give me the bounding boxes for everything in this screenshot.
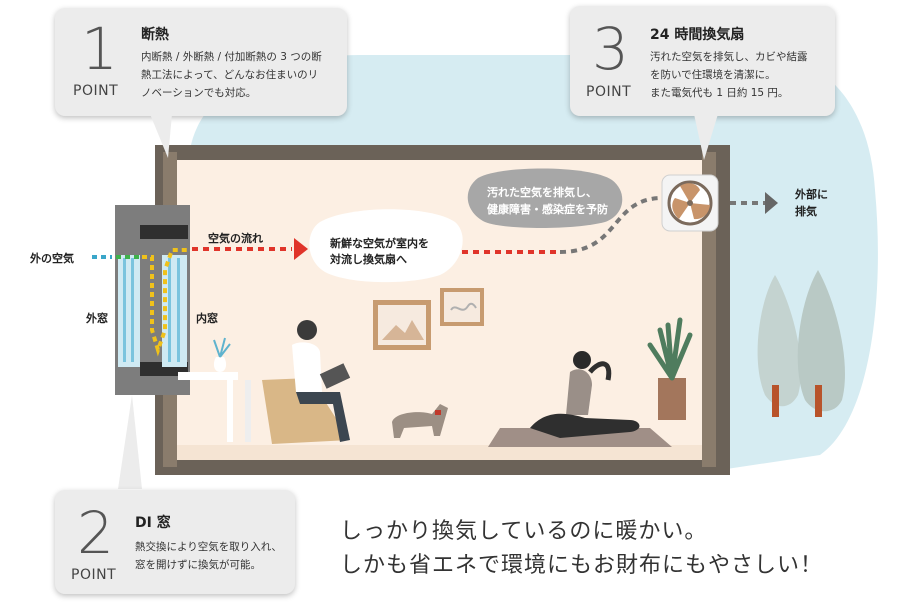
fresh-air-bubble [309, 209, 463, 283]
plant-leaves [647, 317, 693, 381]
fan-blade-3 [672, 198, 690, 219]
yoga-mat [488, 428, 672, 447]
dirty-air-bubble [467, 168, 623, 228]
tree-2-foliage [797, 270, 845, 412]
side-table-top [178, 372, 238, 380]
point-3-body-line-1: 汚れた空気を排気し、カビや結露 [650, 51, 808, 63]
tree-1-trunk [772, 385, 779, 417]
dirty-air-label: 汚れた空気を排気し、 健康障害・感染症を予防 [487, 184, 608, 218]
flow-to-fan-grey [559, 196, 661, 254]
point-3-label: POINT [586, 84, 632, 100]
exhaust-label: 外部に 排気 [795, 186, 828, 220]
plant-pot [658, 378, 686, 420]
point-2-label: POINT [71, 567, 117, 583]
yoga-woman-arm [588, 361, 612, 381]
point-1-body-line-1: 内断熱 / 外断熱 / 付加断熱の 3 つの断 [141, 51, 322, 63]
point-2-number: 2 [77, 499, 114, 567]
dirty-air-label-line-2: 健康障害・感染症を予防 [487, 203, 608, 216]
vase-plant [213, 337, 231, 358]
room-floor [177, 445, 702, 460]
point-3-pointer [694, 114, 718, 160]
point-3-body-line-3: また電気代も 1 日約 15 円。 [650, 87, 789, 99]
inner-window-label: 内窓 [196, 312, 218, 325]
picture-frame-small-inner [444, 292, 480, 322]
point-1-number: 1 [81, 15, 118, 83]
point-3-body-line-2: を防いで住環境を清潔に。 [650, 69, 776, 81]
fan-hub [687, 200, 693, 206]
tree-1-foliage [757, 275, 801, 407]
air-flow-arrowhead [294, 238, 308, 260]
yoga-woman-head [573, 351, 591, 369]
laptop [319, 363, 351, 389]
inner-window-pane-line-2 [177, 258, 180, 362]
point-2-body-line-2: 窓を開けずに換気が可能。 [135, 559, 261, 571]
point-2-title: DI 窓 [135, 515, 171, 531]
point-3-callout: 3 POINT 24 時間換気扇 汚れた空気を排気し、カビや結露 を防いで住環境… [570, 6, 835, 116]
point-1-label: POINT [73, 83, 119, 99]
tagline-line-1: しっかり換気しているのに暖かい。 [340, 519, 708, 544]
exhaust-arrowhead [765, 192, 778, 214]
point-3-body: 汚れた空気を排気し、カビや結露 を防いで住環境を清潔に。 また電気代も 1 日約… [650, 48, 808, 102]
picture-squiggle [450, 302, 477, 311]
person-body [292, 342, 322, 392]
point-1-title: 断熱 [141, 27, 169, 43]
heat-exchange-path [142, 248, 190, 357]
side-table-leg [227, 380, 233, 442]
dirty-air-label-line-1: 汚れた空気を排気し、 [487, 186, 597, 199]
outer-window-pane-line-1 [123, 258, 126, 362]
point-1-body: 内断熱 / 外断熱 / 付加断熱の 3 つの断 熱工法によって、どんなお住まいの… [141, 48, 322, 102]
person-legs [296, 392, 350, 442]
outer-window-label: 外窓 [86, 312, 108, 325]
tagline: しっかり換気しているのに暖かい。 しかも省エネで環境にもお財布にもやさしい！ [340, 515, 823, 583]
yoga-woman-legs [530, 413, 640, 438]
window-dark-top [140, 225, 188, 239]
tagline-line-2: しかも省エネで環境にもお財布にもやさしい！ [340, 553, 824, 578]
point-2-pointer [118, 395, 142, 489]
tree-2-trunk [815, 385, 822, 417]
point-1-body-line-2: 熱工法によって、どんなお住まいのリ [141, 69, 319, 81]
vase [213, 357, 227, 372]
outer-window-pane-line-2 [131, 258, 134, 362]
exhaust-label-line-1: 外部に [795, 188, 828, 201]
fan-blade-2 [690, 203, 710, 220]
lounge-chair [262, 378, 350, 444]
inner-window-pane-line-1 [168, 258, 171, 362]
point-1-body-line-3: ノベーションでも対応。 [141, 87, 257, 99]
point-2-body: 熱交換により空気を取り入れ、 窓を開けずに換気が可能。 [135, 538, 282, 574]
fresh-air-label: 新鮮な空気が室内を 対流し換気扇へ [330, 236, 429, 268]
exhaust-label-line-2: 排気 [795, 205, 817, 218]
outside-air-label: 外の空気 [30, 252, 74, 265]
fresh-air-label-line-2: 対流し換気扇へ [330, 253, 407, 266]
yoga-woman-torso [566, 369, 592, 415]
point-3-number: 3 [592, 15, 629, 83]
fresh-air-label-line-1: 新鮮な空気が室内を [330, 237, 429, 250]
fan-blade-1 [680, 183, 700, 203]
dog-collar [435, 410, 441, 415]
side-table-leg-2 [245, 380, 251, 442]
person-head [297, 320, 317, 340]
point-1-pointer [150, 114, 172, 158]
air-flow-label: 空気の流れ [208, 232, 263, 245]
point-2-body-line-1: 熱交換により空気を取り入れ、 [135, 541, 282, 553]
point-1-callout: 1 POINT 断熱 内断熱 / 外断熱 / 付加断熱の 3 つの断 熱工法によ… [55, 8, 347, 116]
outer-window-glass [118, 255, 140, 367]
dog-body [392, 404, 448, 438]
picture-mountain [382, 320, 424, 340]
point-3-title: 24 時間換気扇 [650, 27, 745, 43]
point-2-callout: 2 POINT DI 窓 熱交換により空気を取り入れ、 窓を開けずに換気が可能。 [55, 490, 295, 594]
